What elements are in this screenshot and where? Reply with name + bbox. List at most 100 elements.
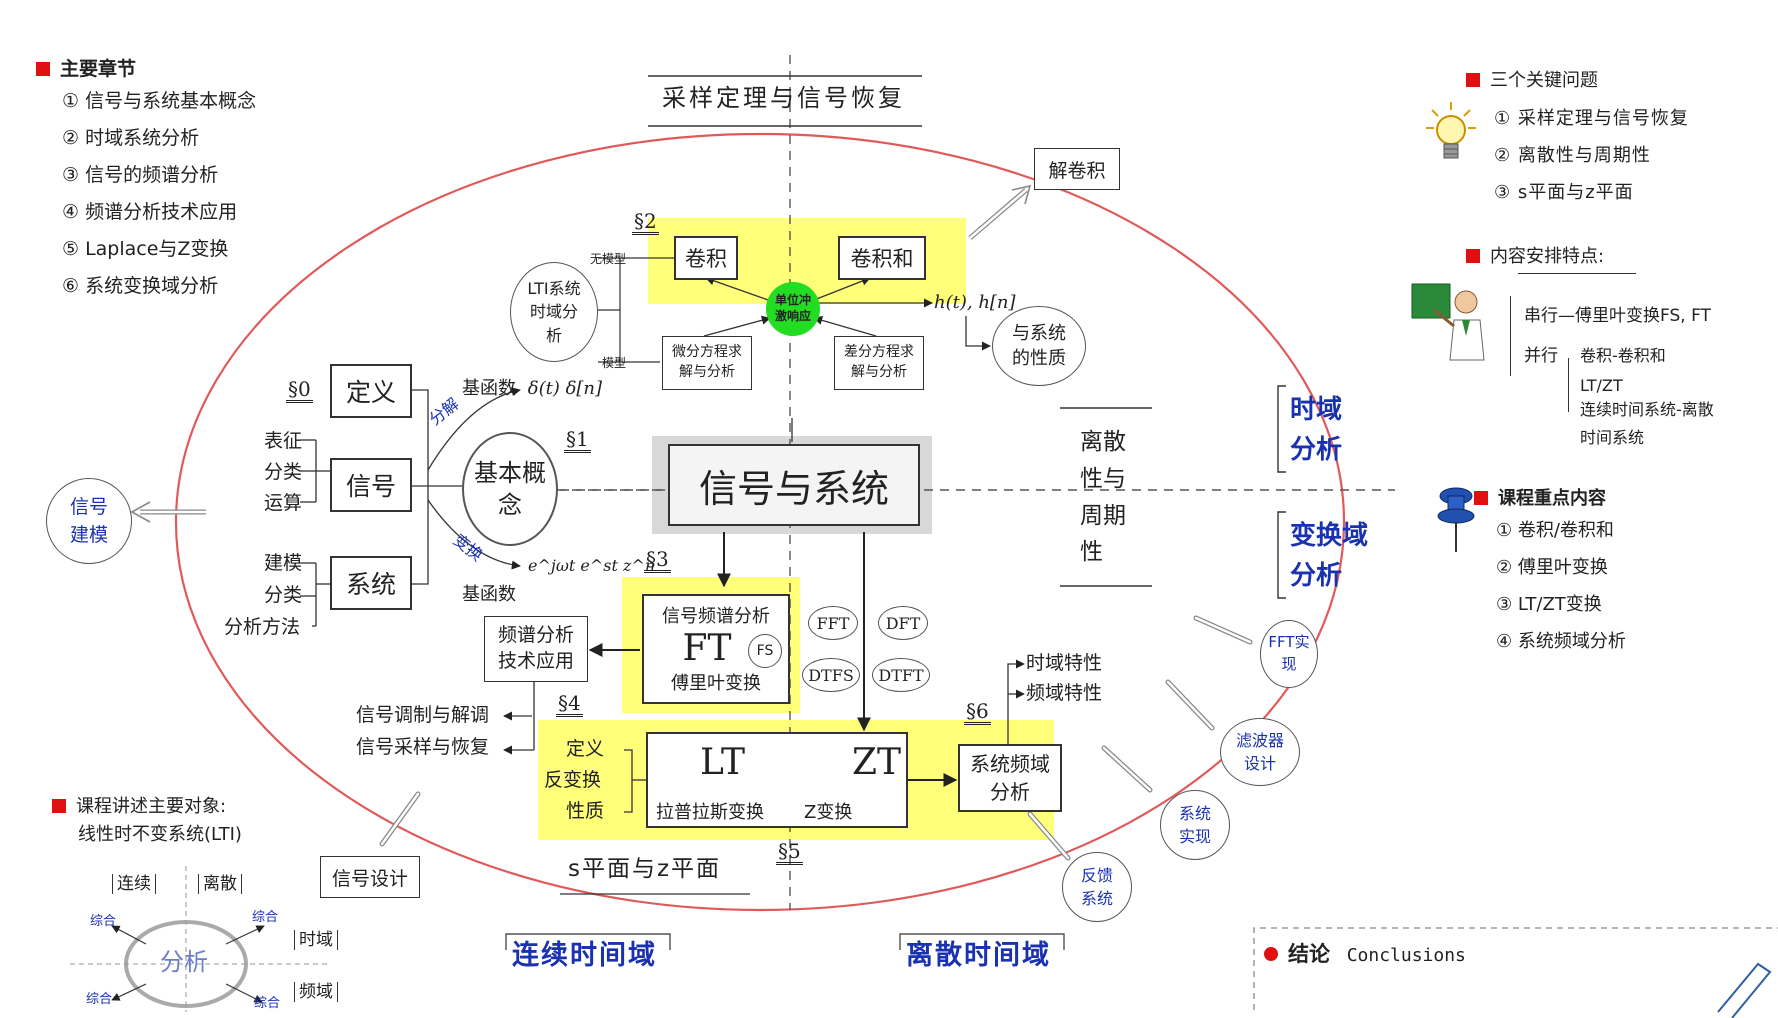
synthesis-label-tl: 综合	[90, 914, 117, 929]
signal-sub-label: 运算	[264, 492, 303, 514]
section-2: §2	[632, 209, 659, 235]
dft-circle: DFT	[878, 606, 928, 640]
system-box: 系统	[330, 556, 412, 610]
section-3: §3	[644, 547, 671, 573]
focus-item: ① 卷积/卷积和	[1496, 520, 1614, 541]
time-tag: 时域	[294, 930, 338, 951]
fourier-box: 信号频谱分析 FT 傅里叶变换	[642, 594, 790, 704]
focus-item: ④ 系统频域分析	[1496, 631, 1626, 652]
lti-object-title: 课程讲述主要对象:	[52, 796, 226, 818]
time-domain-analysis-label: 时域分析	[1290, 395, 1343, 466]
conclusion-link[interactable]: 结论 Conclusions	[1264, 942, 1466, 967]
conv-sum-box: 卷积和	[838, 236, 926, 280]
dtfs-circle: DTFS	[802, 658, 860, 692]
deconvolution-box: 解卷积	[1034, 148, 1120, 190]
model-label: 模型	[602, 356, 627, 370]
chapter-item: ② 时域系统分析	[62, 127, 200, 149]
signal-box: 信号	[330, 458, 412, 512]
basis-fn-bottom-expr: e^jωt e^st z^n	[528, 556, 656, 575]
system-sub-label: 分类	[264, 584, 303, 606]
pushpin-icon	[1434, 486, 1478, 554]
laplace-sub-label: 性质	[566, 800, 605, 822]
parallel-item: 卷积-卷积和	[1580, 346, 1666, 365]
key-question-item: ① 采样定理与信号恢复	[1494, 108, 1689, 129]
time-char-label: 时域特性	[1026, 652, 1103, 674]
section-0: §0	[286, 377, 313, 403]
section-1: §1	[564, 427, 591, 453]
teacher-icon	[1410, 280, 1490, 362]
laplace-sub-label: 反变换	[544, 769, 602, 791]
chapter-item: ⑥ 系统变换域分析	[62, 275, 219, 297]
lti-object-subtitle: 线性时不变系统(LTI)	[78, 824, 242, 845]
freq-char-label: 频域特性	[1026, 682, 1103, 704]
feedback-system-circle: 反馈系统	[1062, 852, 1132, 922]
key-questions-title: 三个关键问题	[1466, 70, 1598, 92]
focus-item: ③ LT/ZT变换	[1496, 594, 1602, 615]
laplace-box: LT ZT 拉普拉斯变换 Z变换	[646, 732, 908, 828]
arrangement-tree	[1510, 296, 1523, 376]
impulse-response-node: 单位冲激响应	[766, 282, 820, 336]
arrangement-serial: 串行—傅里叶变换FS, FT	[1524, 306, 1711, 326]
sampling-label: 信号采样与恢复	[356, 736, 490, 758]
section-5: §5	[776, 839, 803, 865]
no-model-label: 无模型	[590, 252, 627, 266]
parallel-item: LT/ZT	[1580, 376, 1623, 395]
arrangement-parallel: 并行	[1524, 346, 1558, 366]
diff-eq-box: 微分方程求解与分析	[662, 336, 752, 390]
arrangement-title: 内容安排特点:	[1466, 246, 1604, 268]
parallel-tree	[1568, 358, 1579, 412]
h-label: h(t), h[n]	[934, 292, 1016, 313]
discrete-periodic-label: 离散性与周期性	[1080, 429, 1126, 566]
top-sampling-label: 采样定理与信号恢复	[662, 84, 905, 112]
continuous-tag: 连续	[112, 874, 156, 895]
synthesis-label-tr: 综合	[252, 910, 279, 925]
fft-circle: FFT	[808, 606, 858, 640]
center-title-box: 信号与系统	[668, 444, 920, 526]
section-4: §4	[556, 691, 583, 717]
parallel-item: 时间系统	[1580, 428, 1645, 447]
dtft-circle: DTFT	[872, 658, 930, 692]
laplace-sub-label: 定义	[566, 738, 605, 760]
red-square-icon	[1474, 491, 1488, 505]
system-freq-box: 系统频域分析	[958, 744, 1062, 812]
s-plane-label: s平面与z平面	[568, 856, 722, 882]
chapter-item: ① 信号与系统基本概念	[62, 90, 257, 112]
freq-tag: 频域	[294, 982, 338, 1003]
signal-sub-label: 分类	[264, 461, 303, 483]
focus-item: ② 傅里叶变换	[1496, 557, 1608, 578]
section-6: §6	[964, 699, 991, 725]
discrete-domain-label: 离散时间域	[906, 940, 1051, 971]
chapter-item: ⑤ Laplace与Z变换	[62, 238, 229, 260]
chapter-item: ④ 频谱分析技术应用	[62, 201, 238, 223]
red-square-icon	[1466, 73, 1480, 87]
red-square-icon	[1466, 249, 1480, 263]
lightbulb-icon	[1424, 100, 1478, 172]
key-question-item: ③ s平面与z平面	[1494, 182, 1634, 203]
fft-impl-circle: FFT实现	[1260, 620, 1318, 688]
fs-circle: FS	[748, 634, 782, 668]
modulation-label: 信号调制与解调	[356, 704, 490, 726]
analysis-label: 分析	[160, 948, 208, 976]
difference-eq-box: 差分方程求解与分析	[834, 336, 924, 390]
discrete-tag: 离散	[198, 874, 242, 895]
basis-fn-top: 基函数 δ(t) δ[n]	[462, 378, 603, 399]
key-question-item: ② 离散性与周期性	[1494, 145, 1651, 166]
chapter-item: ③ 信号的频谱分析	[62, 164, 219, 186]
continuous-domain-label: 连续时间域	[512, 940, 657, 971]
signal-design-box: 信号设计	[320, 856, 420, 898]
conv-box: 卷积	[674, 236, 738, 280]
main-chapters-title: 主要章节	[36, 58, 136, 81]
pen-icon[interactable]	[1716, 962, 1772, 1018]
basic-concept-circle: 基本概念	[462, 432, 558, 546]
basis-fn-bottom: 基函数	[462, 584, 516, 605]
system-impl-circle: 系统实现	[1160, 790, 1230, 860]
lti-analysis-circle: LTI系统时域分析	[510, 262, 598, 362]
filter-design-circle: 滤波器设计	[1220, 718, 1300, 786]
define-box: 定义	[330, 364, 412, 418]
signal-modeling-circle: 信号建模	[46, 478, 132, 564]
spectrum-app-box: 频谱分析技术应用	[484, 616, 588, 682]
transform-domain-analysis-label: 变换域分析	[1290, 521, 1369, 592]
parallel-item: 连续时间系统-离散	[1580, 400, 1714, 419]
signal-sub-label: 表征	[264, 430, 303, 452]
synthesis-label-br: 综合	[254, 996, 281, 1011]
